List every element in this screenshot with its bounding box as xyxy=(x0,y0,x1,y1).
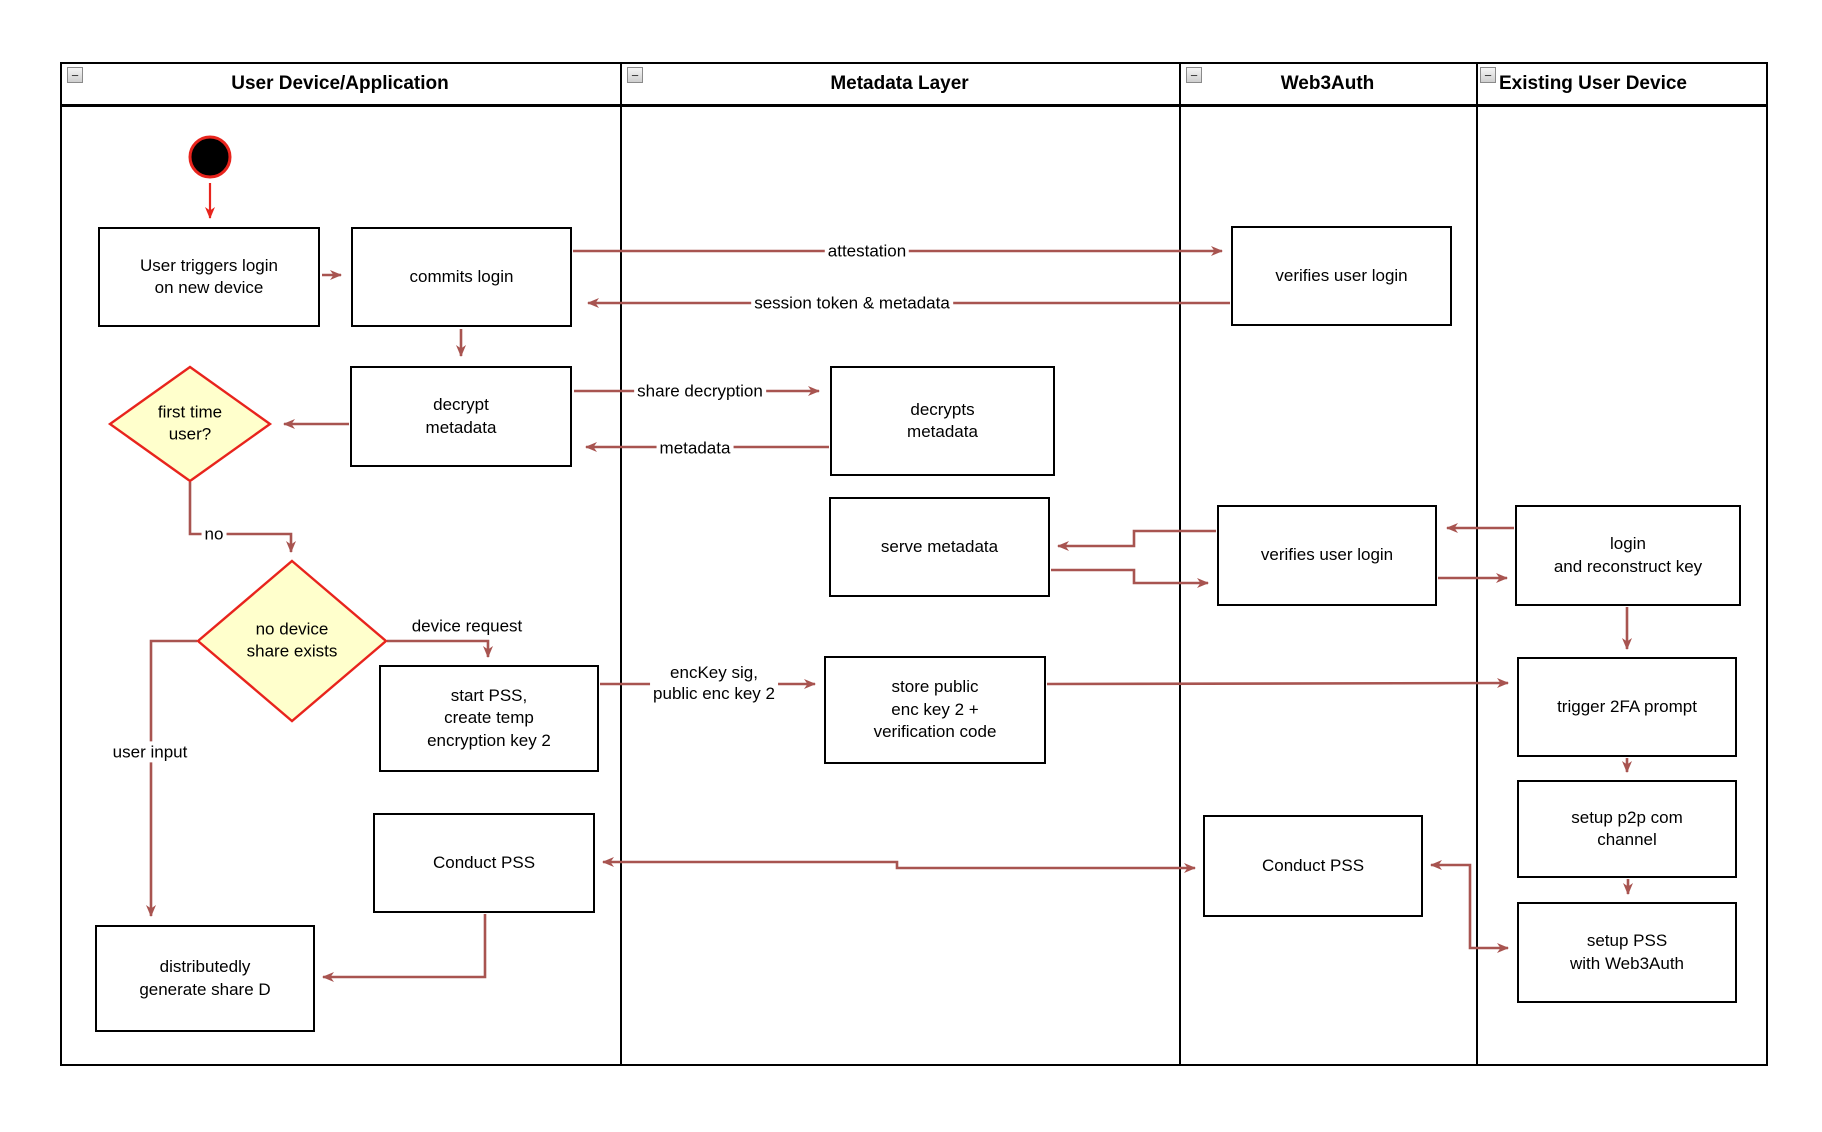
lane-title: Existing User Device xyxy=(1499,73,1687,94)
collapse-lane-button[interactable]: − xyxy=(1186,67,1202,83)
lane-title: Metadata Layer xyxy=(830,73,969,94)
node-conduct-pss-user-device[interactable]: Conduct PSS xyxy=(373,813,595,913)
node-verifies-user-login-top[interactable]: verifies user login xyxy=(1231,226,1452,326)
node-setup-p2p-channel[interactable]: setup p2p com channel xyxy=(1517,780,1737,878)
node-verifies-user-login-mid[interactable]: verifies user login xyxy=(1217,505,1437,606)
lane-separator xyxy=(620,62,622,1066)
edge-label-enckey: encKey sig, public enc key 2 xyxy=(650,661,778,705)
node-decrypt-metadata[interactable]: decrypt metadata xyxy=(350,366,572,467)
diagram-frame xyxy=(60,62,1768,1066)
collapse-lane-button[interactable]: − xyxy=(1480,67,1496,83)
lane-header-web3auth: − Web3Auth xyxy=(1181,64,1474,104)
node-serve-metadata[interactable]: serve metadata xyxy=(829,497,1050,597)
collapse-lane-button[interactable]: − xyxy=(627,67,643,83)
edge-label-share-decryption: share decryption xyxy=(634,380,766,402)
lane-separator xyxy=(1179,62,1181,1066)
decision-label-no-device-share: no device share exists xyxy=(246,619,338,661)
lane-header-metadata-layer: − Metadata Layer xyxy=(622,64,1177,104)
node-conduct-pss-web3auth[interactable]: Conduct PSS xyxy=(1203,815,1423,917)
node-user-triggers-login[interactable]: User triggers login on new device xyxy=(98,227,320,327)
header-divider xyxy=(60,104,1768,107)
node-store-public-enc-key[interactable]: store public enc key 2 + verification co… xyxy=(824,656,1046,764)
node-decrypts-metadata[interactable]: decrypts metadata xyxy=(830,366,1055,476)
node-login-reconstruct-key[interactable]: login and reconstruct key xyxy=(1515,505,1741,606)
node-commits-login[interactable]: commits login xyxy=(351,227,572,327)
decision-label-first-time-user: first time user? xyxy=(157,402,223,444)
edge-label-attestation: attestation xyxy=(824,240,910,262)
edge-label-user-input: user input xyxy=(109,741,191,763)
collapse-lane-button[interactable]: − xyxy=(67,67,83,83)
lane-separator xyxy=(1476,62,1478,1066)
edge-label-no: no xyxy=(201,523,227,545)
lane-header-existing-user-device: − Existing User Device xyxy=(1478,64,1766,104)
node-start-pss[interactable]: start PSS, create temp encryption key 2 xyxy=(379,665,599,772)
edge-label-session-token: session token & metadata xyxy=(751,292,953,314)
node-generate-share-d[interactable]: distributedly generate share D xyxy=(95,925,315,1032)
edge-label-device-request: device request xyxy=(408,615,526,637)
node-trigger-2fa-prompt[interactable]: trigger 2FA prompt xyxy=(1517,657,1737,757)
lane-title: User Device/Application xyxy=(231,73,449,94)
edge-label-metadata: metadata xyxy=(656,437,734,459)
node-setup-pss-web3auth[interactable]: setup PSS with Web3Auth xyxy=(1517,902,1737,1003)
lane-header-user-device: − User Device/Application xyxy=(62,64,618,104)
lane-title: Web3Auth xyxy=(1280,73,1375,94)
